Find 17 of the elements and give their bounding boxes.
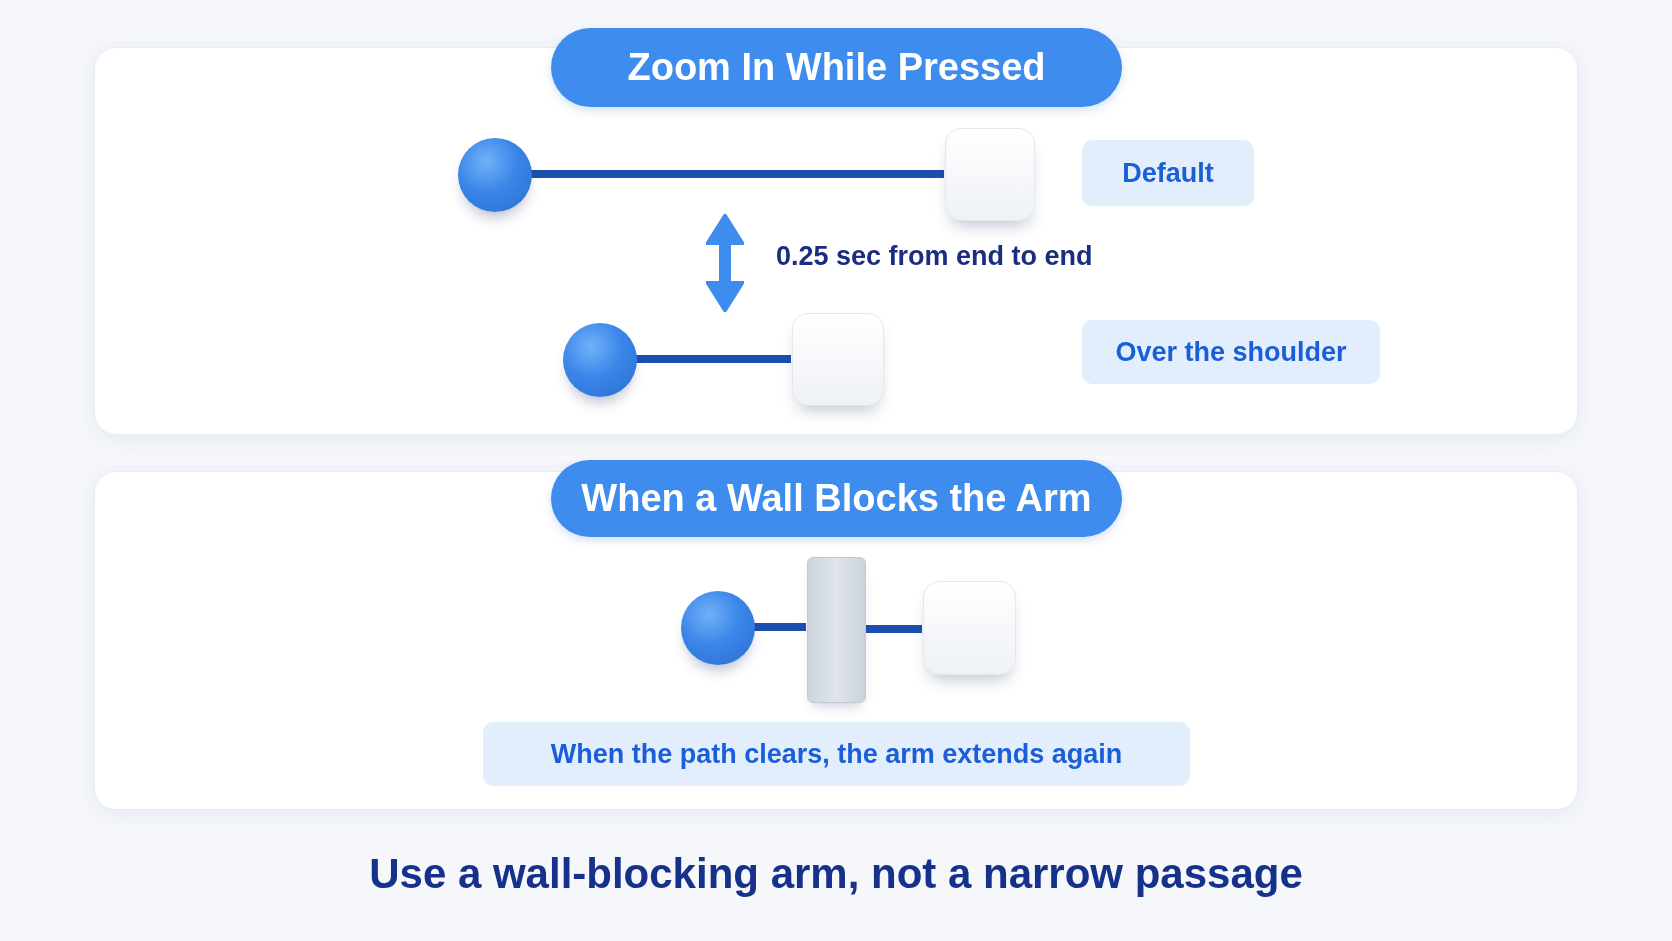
- rounded-square: [945, 128, 1035, 221]
- caption-tag: Default: [1082, 140, 1254, 206]
- wall-block: [807, 557, 866, 703]
- arm-line: [754, 623, 806, 631]
- arm-line: [636, 355, 791, 363]
- heading-pill: When a Wall Blocks the Arm: [551, 460, 1122, 537]
- title: Use a wall-blocking arm, not a narrow passage: [368, 849, 1304, 899]
- arm-line: [531, 170, 944, 178]
- caption-tag: When the path clears, the arm extends again: [483, 722, 1190, 786]
- panel: [94, 471, 1578, 810]
- duration-label: 0.25 sec from end to end: [776, 243, 1093, 270]
- caption-tag: Over the shoulder: [1082, 320, 1380, 384]
- heading-pill: Zoom In While Pressed: [551, 28, 1122, 107]
- rounded-square: [923, 581, 1016, 675]
- panel: [94, 47, 1578, 435]
- rounded-square: [792, 313, 884, 406]
- arm-line: [865, 625, 922, 633]
